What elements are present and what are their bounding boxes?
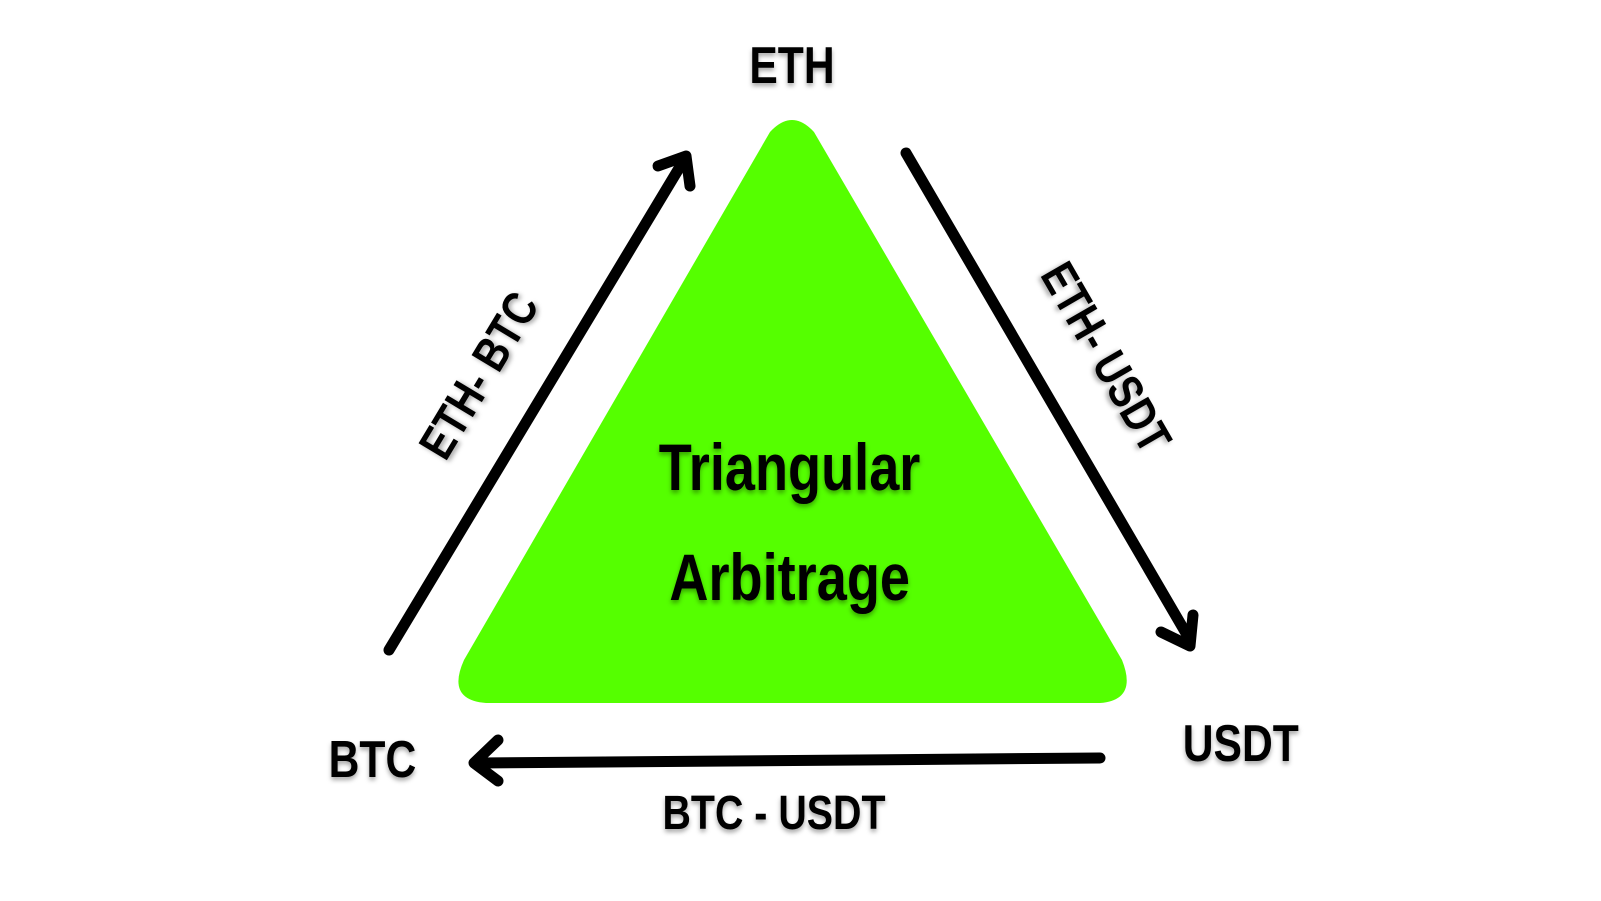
arrow-btc-to-eth (383, 150, 696, 656)
arrow-usdt-to-btc (468, 734, 1106, 787)
node-eth-label: ETH (732, 36, 852, 96)
title-line-2: Arbitrage (580, 522, 1000, 632)
node-usdt-text: USDT (1182, 715, 1300, 773)
triangle-shape (458, 120, 1127, 703)
title-line-2-text: Arbitrage (669, 540, 911, 614)
node-btc-text: BTC (328, 731, 416, 789)
node-btc-label: BTC (312, 730, 432, 790)
arrow-eth-to-usdt (900, 147, 1199, 652)
node-eth-text: ETH (749, 37, 835, 95)
node-usdt-label: USDT (1166, 714, 1316, 774)
diagram-title: Triangular Arbitrage (580, 412, 1000, 632)
title-line-1: Triangular (580, 412, 1000, 522)
edge-btc-usdt-label: BTC - USDT (614, 786, 934, 841)
edge-btc-usdt-text: BTC - USDT (662, 787, 886, 840)
title-line-1-text: Triangular (659, 430, 921, 504)
